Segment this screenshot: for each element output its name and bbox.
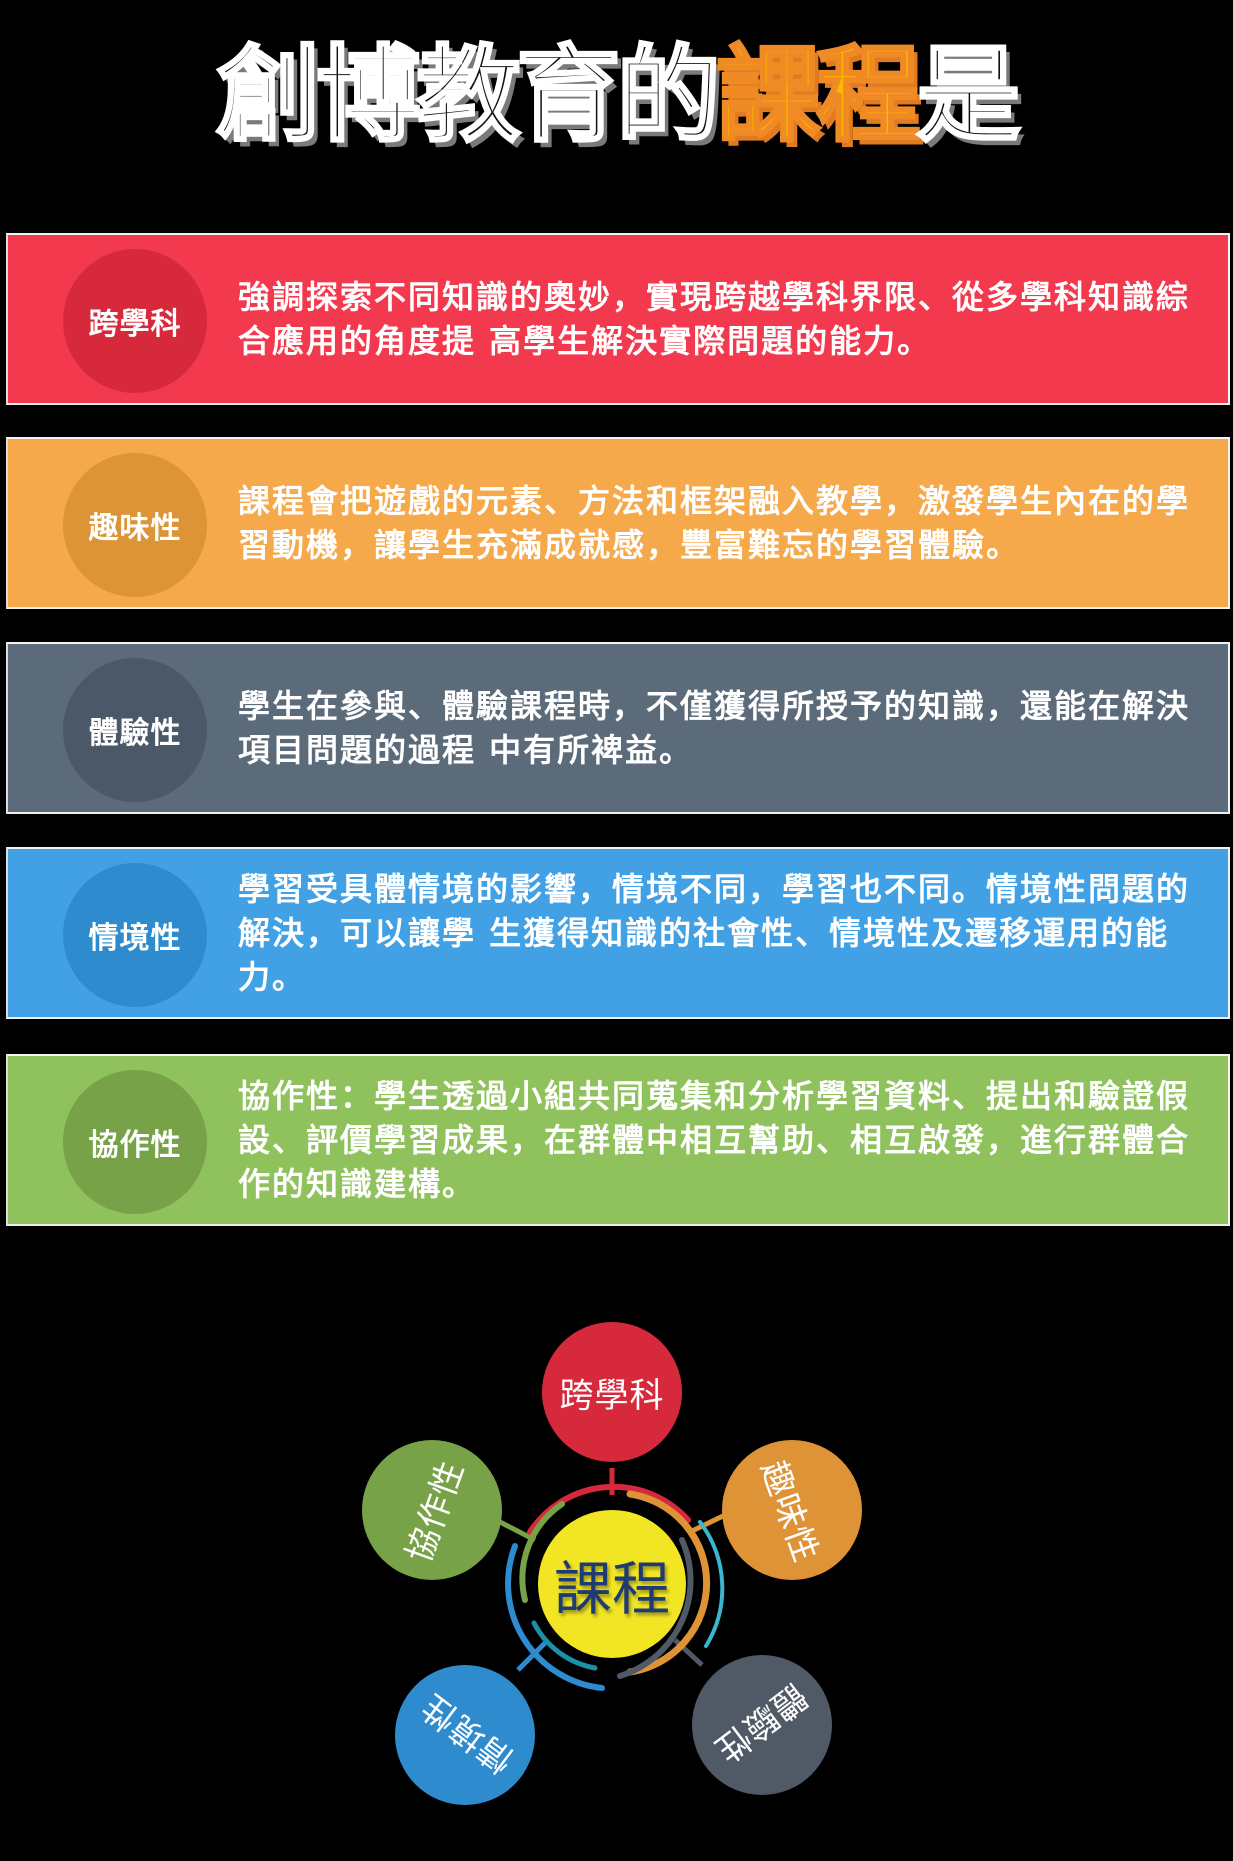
node-interdisciplinary: 跨學科 xyxy=(542,1322,682,1462)
feature-badge: 體驗性 xyxy=(63,658,207,802)
center-node-label: 課程 xyxy=(553,1555,670,1623)
node-label: 趣味性 xyxy=(751,1455,826,1568)
feature-description-text: 強調探索不同知識的奧妙，實現跨越學科界限、從多學科知識綜合應用的角度提 高學生解… xyxy=(238,278,1191,360)
feature-badge: 趣味性 xyxy=(63,453,207,597)
diagram-connectors-icon xyxy=(498,1468,727,1691)
feature-description-text: 學習受具體情境的影響，情境不同，學習也不同。情境性問題的解決，可以讓學 生獲得知… xyxy=(238,870,1191,996)
feature-badge: 情境性 xyxy=(63,863,207,1007)
feature-badge: 協作性 xyxy=(63,1070,207,1214)
node-label: 情境性 xyxy=(413,1684,522,1780)
node-collaborative: 協作性 xyxy=(362,1440,502,1580)
node-experiential: 體驗性 xyxy=(692,1655,832,1795)
node-fun: 趣味性 xyxy=(722,1440,862,1580)
feature-description: 學習受具體情境的影響，情境不同，學習也不同。情境性問題的解決，可以讓學 生獲得知… xyxy=(238,849,1198,1017)
title-part-2: 是 xyxy=(915,33,1022,158)
feature-row-interdisciplinary: 跨學科 強調探索不同知識的奧妙，實現跨越學科界限、從多學科知識綜合應用的角度提 … xyxy=(6,233,1230,405)
feature-row-fun: 趣味性 課程會把遊戲的元素、方法和框架融入教學，激發學生內在的學習動機，讓學生充… xyxy=(6,437,1230,609)
feature-row-situational: 情境性 學習受具體情境的影響，情境不同，學習也不同。情境性問題的解決，可以讓學 … xyxy=(6,847,1230,1019)
title-part-1: 創博教育的 xyxy=(215,33,722,158)
feature-badge: 跨學科 xyxy=(63,249,207,393)
node-label: 協作性 xyxy=(398,1455,473,1568)
feature-description-text: 課程會把遊戲的元素、方法和框架融入教學，激發學生內在的學習動機，讓學生充滿成就感… xyxy=(238,482,1191,564)
feature-description-text: 學生在參與、體驗課程時，不僅獲得所授予的知識，還能在解決項目問題的過程 中有所裨… xyxy=(238,687,1191,769)
feature-description: 強調探索不同知識的奧妙，實現跨越學科界限、從多學科知識綜合應用的角度提 高學生解… xyxy=(238,235,1198,403)
page-title: 創博教育的課程是 xyxy=(0,30,1233,160)
feature-description: 課程會把遊戲的元素、方法和框架融入教學，激發學生內在的學習動機，讓學生充滿成就感… xyxy=(238,439,1198,607)
node-situational: 情境性 xyxy=(395,1665,535,1805)
feature-description: 協作性：學生透過小組共同蒐集和分析學習資料、提出和驗證假設、評價學習成果，在群體… xyxy=(238,1056,1198,1224)
feature-row-collaborative: 協作性 協作性：學生透過小組共同蒐集和分析學習資料、提出和驗證假設、評價學習成果… xyxy=(6,1054,1230,1226)
node-label: 跨學科 xyxy=(559,1375,665,1416)
center-node: 課程 xyxy=(538,1510,686,1658)
curriculum-diagram: 課程 跨學科 趣味性 體驗性 情境性 協作性 xyxy=(330,1300,890,1860)
feature-description-text: 協作性：學生透過小組共同蒐集和分析學習資料、提出和驗證假設、評價學習成果，在群體… xyxy=(238,1077,1191,1203)
node-label: 體驗性 xyxy=(705,1674,814,1770)
feature-row-experiential: 體驗性 學生在參與、體驗課程時，不僅獲得所授予的知識，還能在解決項目問題的過程 … xyxy=(6,642,1230,814)
feature-description: 學生在參與、體驗課程時，不僅獲得所授予的知識，還能在解決項目問題的過程 中有所裨… xyxy=(238,644,1198,812)
title-accent: 課程 xyxy=(715,33,922,158)
